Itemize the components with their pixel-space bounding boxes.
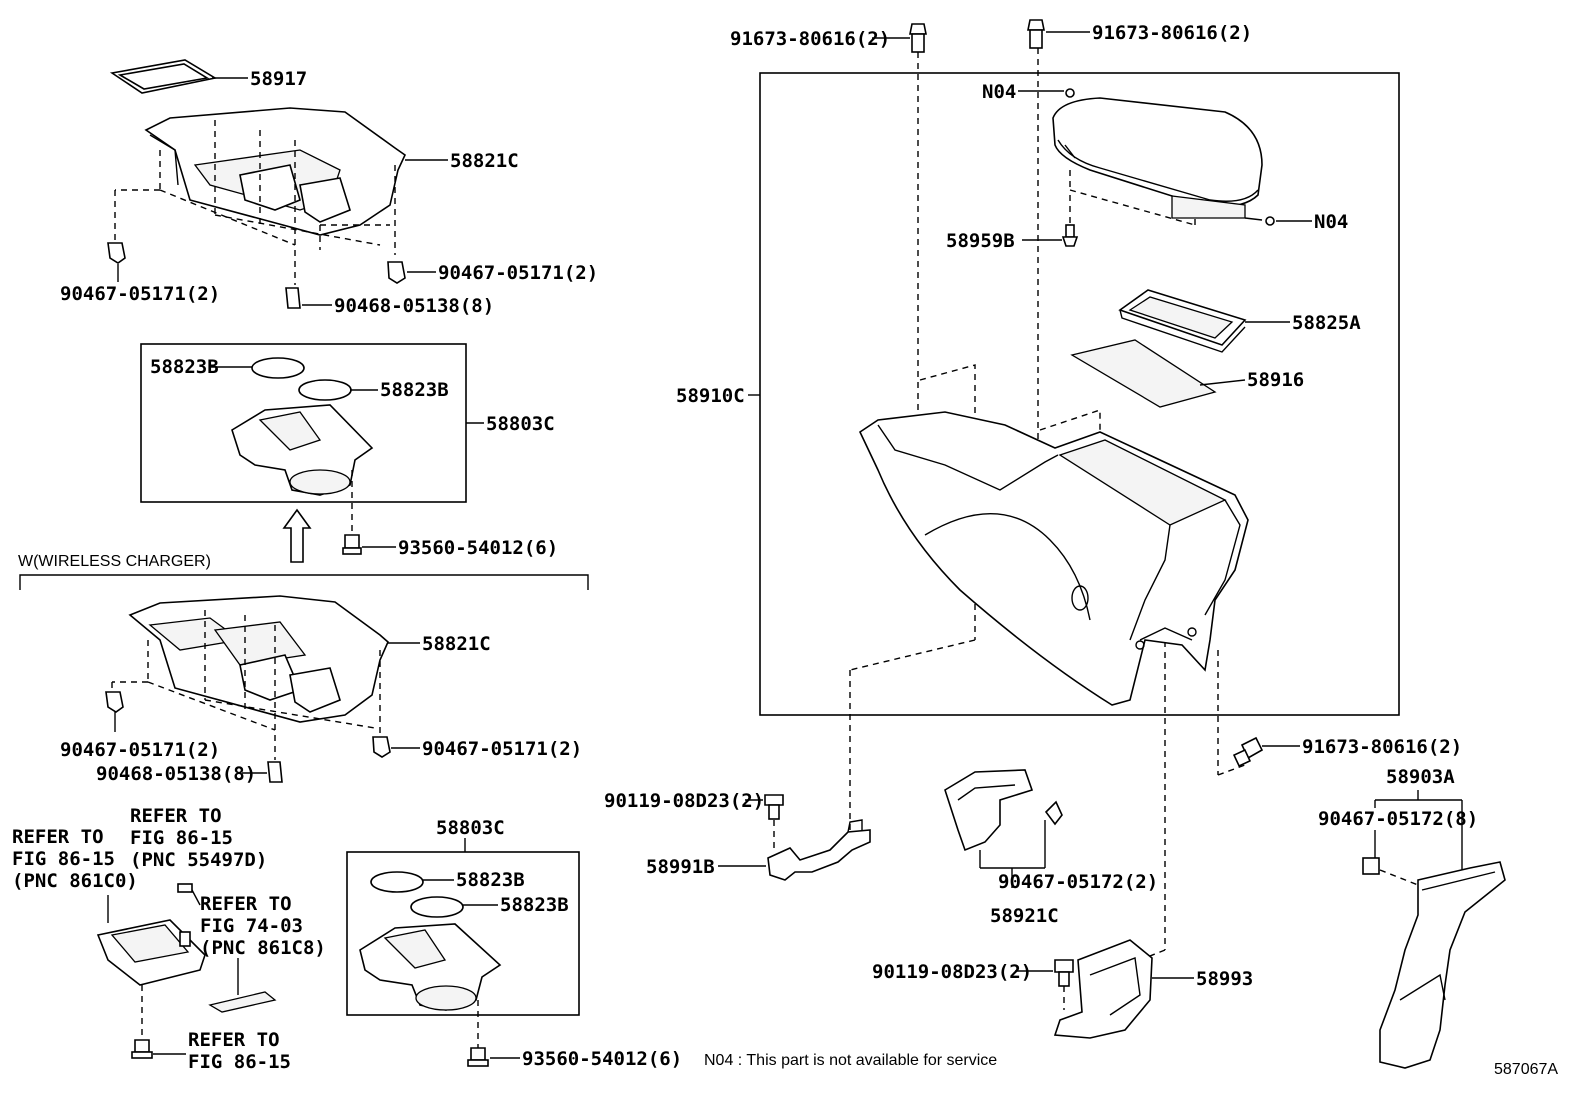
part-armrest-lid xyxy=(1052,97,1263,219)
label-58823b-1: 58823B xyxy=(150,356,219,378)
pin-icon-n04-right xyxy=(1265,216,1275,226)
label-93560-bot: 93560-54012(6) xyxy=(522,1048,682,1070)
refer-block-1: REFER TO FIG 86-15 (PNC 861C0) xyxy=(12,826,138,892)
label-90467-top-right: 90467-05171(2) xyxy=(438,262,598,284)
label-91673-bot: 91673-80616(2) xyxy=(1302,736,1462,758)
drawing-id: 587067A xyxy=(1494,1061,1558,1078)
bolt-icon-93560-bot xyxy=(467,1047,489,1067)
part-wireless-charger xyxy=(96,919,206,986)
clip-icon-top-center xyxy=(285,287,301,309)
part-58993-bracket xyxy=(1053,939,1153,1039)
label-58916: 58916 xyxy=(1247,369,1304,391)
clip-icon-top-left xyxy=(107,242,126,264)
label-n04-right: N04 xyxy=(1314,211,1348,233)
label-58803c-bot: 58803C xyxy=(436,817,505,839)
box-58910c xyxy=(759,72,1400,716)
label-90119-left: 90119-08D23(2) xyxy=(604,790,764,812)
refer-block-2: REFER TO FIG 86-15 (PNC 55497D) xyxy=(130,805,267,871)
pin-icon-n04-top xyxy=(1065,88,1075,98)
part-sheet-861c8 xyxy=(208,991,277,1013)
label-n04-top: N04 xyxy=(982,81,1016,103)
label-58821c-mid: 58821C xyxy=(422,633,491,655)
label-90119-bot: 90119-08D23(2) xyxy=(872,961,1032,983)
wireless-section-title: W(WIRELESS CHARGER) xyxy=(18,553,211,570)
label-90467-05172-right: 90467-05172(8) xyxy=(1318,808,1478,830)
bolt-icon-93560-top xyxy=(342,534,362,555)
label-90467-mid-left: 90467-05171(2) xyxy=(60,739,220,761)
part-58821c-mid-panel xyxy=(128,595,389,723)
part-58825a-tray xyxy=(1118,289,1247,353)
refer-block-3: REFER TO FIG 74-03 (PNC 861C8) xyxy=(200,893,326,959)
bolt-icon-91673-right xyxy=(1027,19,1045,49)
label-58991b: 58991B xyxy=(646,856,715,878)
svg-text:(PNC 55497D): (PNC 55497D) xyxy=(130,849,267,871)
part-58910c-console-body xyxy=(858,411,1249,706)
clip-icon-58921c xyxy=(1044,800,1063,826)
clip-icon-mid-right xyxy=(372,736,391,758)
part-small-connector xyxy=(177,883,193,893)
svg-text:REFER TO: REFER TO xyxy=(130,805,222,827)
label-90468-mid: 90468-05138(8) xyxy=(96,763,256,785)
part-58921c-cover xyxy=(944,769,1034,852)
svg-text:(PNC 861C0): (PNC 861C0) xyxy=(12,870,138,892)
label-58917: 58917 xyxy=(250,68,307,90)
label-91673-right: 91673-80616(2) xyxy=(1092,22,1252,44)
part-58991b-bracket xyxy=(767,819,871,881)
part-58917-pad xyxy=(109,59,218,94)
label-58823b-2: 58823B xyxy=(380,379,449,401)
part-58823b-rings-bot xyxy=(370,871,464,918)
label-58823b-4: 58823B xyxy=(500,894,569,916)
part-58916-sheet xyxy=(1070,339,1217,408)
bolt-icon-91673-bot xyxy=(1232,736,1264,768)
svg-text:(PNC 861C8): (PNC 861C8) xyxy=(200,937,326,959)
label-93560-top: 93560-54012(6) xyxy=(398,537,558,559)
label-58993: 58993 xyxy=(1196,968,1253,990)
label-58959b: 58959B xyxy=(946,230,1015,252)
label-90467-top-left: 90467-05171(2) xyxy=(60,283,220,305)
label-58903a: 58903A xyxy=(1386,766,1455,788)
label-90468-top: 90468-05138(8) xyxy=(334,295,494,317)
svg-text:FIG 74-03: FIG 74-03 xyxy=(200,915,303,937)
svg-text:REFER TO: REFER TO xyxy=(188,1029,280,1051)
label-58803c-top: 58803C xyxy=(486,413,555,435)
arrow-up-icon xyxy=(282,508,312,563)
svg-text:FIG 86-15: FIG 86-15 xyxy=(130,827,233,849)
svg-text:REFER TO: REFER TO xyxy=(200,893,292,915)
locator-lines-upper xyxy=(114,120,396,285)
bolt-icon-charger xyxy=(131,1039,153,1059)
screw-icon-58959b xyxy=(1061,224,1079,247)
box-58803c-bot xyxy=(346,851,580,1016)
bolt-icon-90119-bot xyxy=(1054,959,1074,987)
svg-text:REFER TO: REFER TO xyxy=(12,826,104,848)
clip-icon-top-right xyxy=(387,261,406,284)
footnote-n04: N04 : This part is not available for ser… xyxy=(704,1052,997,1069)
svg-text:FIG 86-15: FIG 86-15 xyxy=(188,1051,291,1073)
wireless-bracket xyxy=(19,574,589,590)
svg-text:FIG 86-15: FIG 86-15 xyxy=(12,848,115,870)
label-58825a: 58825A xyxy=(1292,312,1361,334)
part-cup-holder-bot xyxy=(359,923,502,1011)
part-58823b-rings-top xyxy=(251,357,352,401)
clip-icon-mid-center xyxy=(267,761,283,783)
clip-icon-58903a xyxy=(1362,857,1380,875)
clip-icon-mid-left xyxy=(105,691,124,713)
label-58823b-3: 58823B xyxy=(456,869,525,891)
bolt-icon-91673-left xyxy=(909,23,927,53)
label-58821c-top: 58821C xyxy=(450,150,519,172)
label-91673-left: 91673-80616(2) xyxy=(730,28,890,50)
locator-lines-mid xyxy=(111,610,381,760)
label-58921c: 58921C xyxy=(990,905,1059,927)
part-cup-holder-top xyxy=(231,404,374,496)
bolt-icon-90119-left xyxy=(764,794,784,820)
part-58821c-upper-panel xyxy=(144,107,407,236)
label-90467-05172-mid: 90467-05172(2) xyxy=(998,871,1158,893)
refer-block-4: REFER TO FIG 86-15 xyxy=(188,1029,291,1073)
label-58910c: 58910C xyxy=(676,385,745,407)
label-90467-mid-right: 90467-05171(2) xyxy=(422,738,582,760)
part-58903a-side-panel xyxy=(1379,861,1506,1069)
